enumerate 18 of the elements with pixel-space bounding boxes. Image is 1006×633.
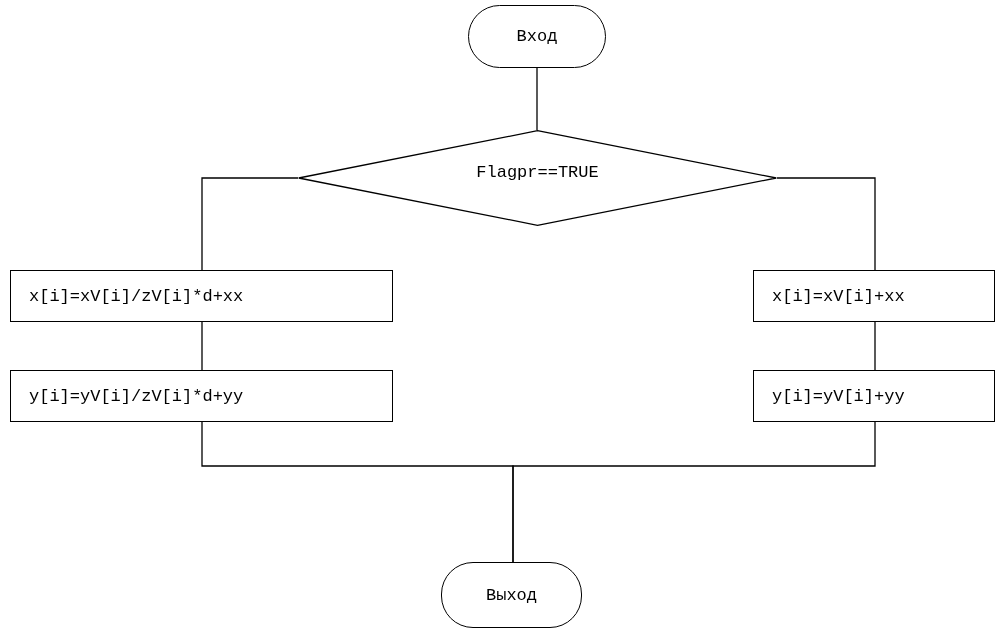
node-label: Вход bbox=[516, 27, 558, 46]
node-label: Выход bbox=[486, 585, 537, 605]
connector-line bbox=[776, 177, 876, 271]
connector-line bbox=[536, 67, 538, 131]
process-box bbox=[10, 270, 393, 322]
node-label: y[i]=yV[i]/zV[i]*d+yy bbox=[29, 386, 244, 406]
connector-line bbox=[512, 421, 876, 563]
connector-line bbox=[874, 321, 876, 371]
node-label: y[i]=yV[i]+yy bbox=[772, 386, 905, 406]
node-label: x[i]=xV[i]/zV[i]*d+xx bbox=[29, 286, 244, 306]
node-label: x[i]=xV[i]+xx bbox=[772, 286, 905, 306]
connector-line bbox=[201, 177, 299, 271]
node-label: Flagpr==TRUE bbox=[476, 162, 599, 182]
process-box bbox=[753, 370, 995, 422]
process-box bbox=[753, 270, 995, 322]
process-box bbox=[10, 370, 393, 422]
decision-diamond bbox=[298, 130, 777, 226]
connector-line bbox=[201, 321, 203, 371]
